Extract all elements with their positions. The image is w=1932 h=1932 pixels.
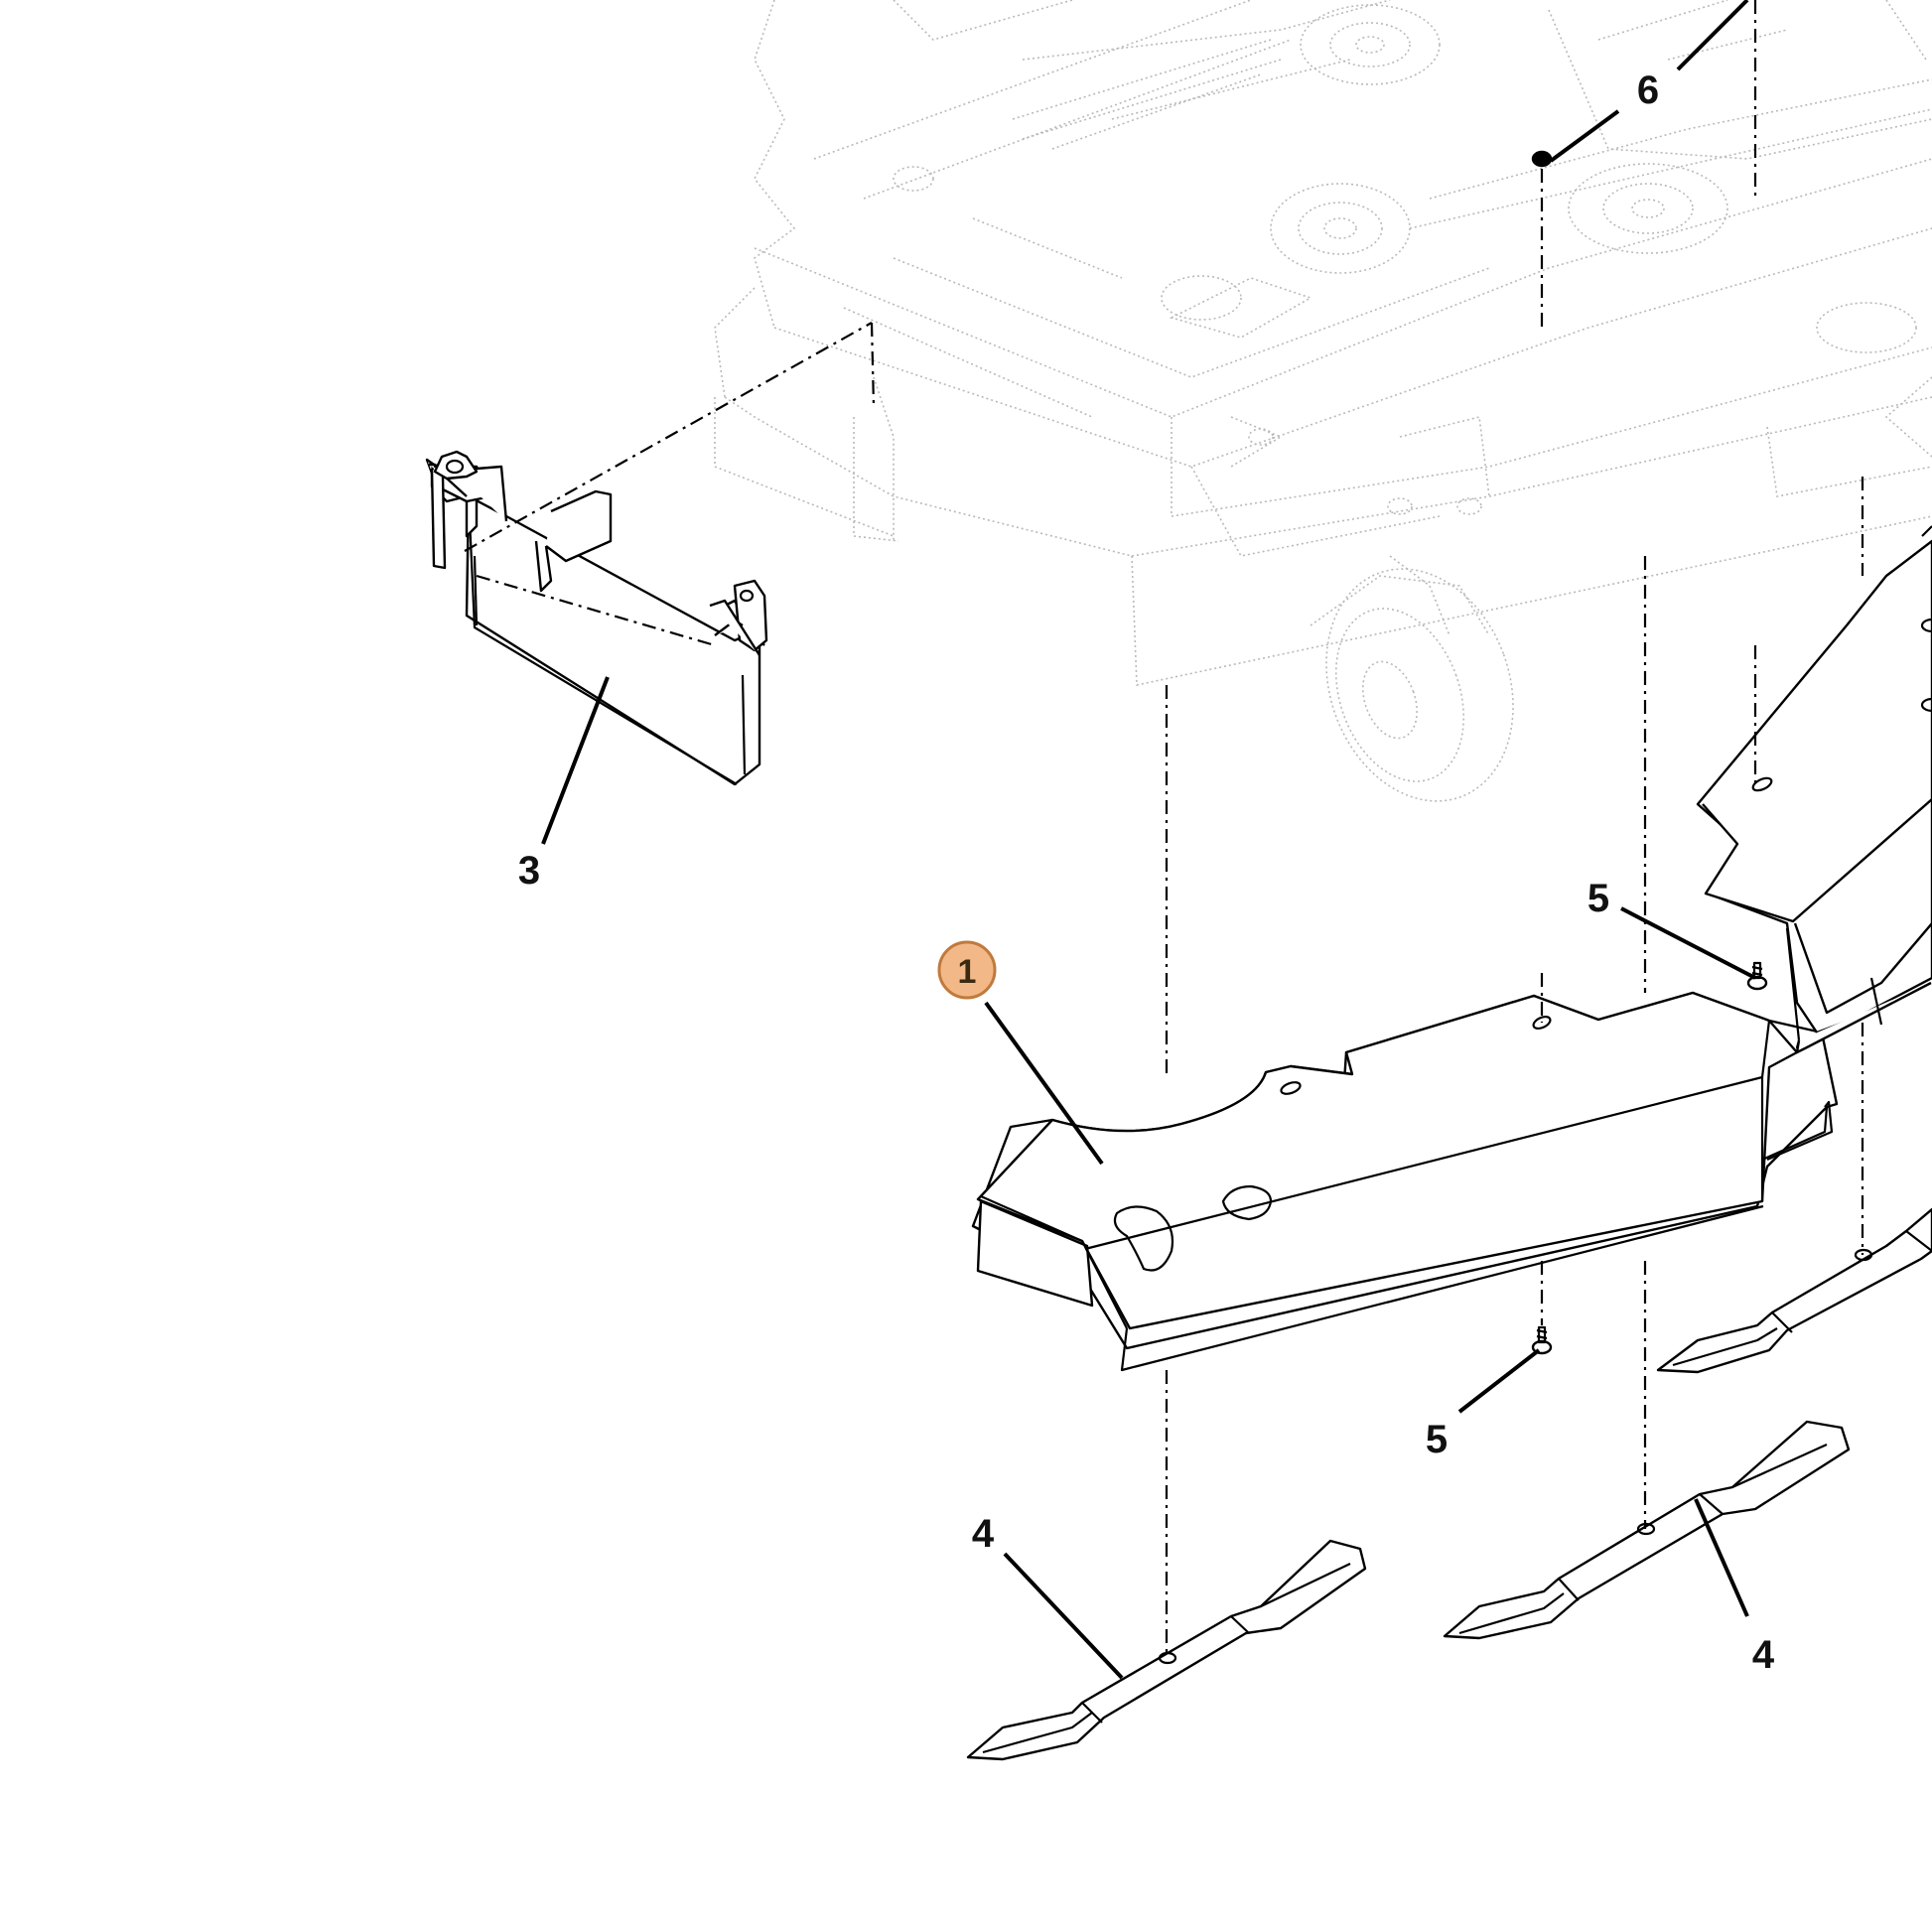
callout-label-4b[interactable]: 4 (1752, 1633, 1775, 1677)
leader-line-5a (1620, 906, 1756, 980)
leader-line-3 (541, 676, 610, 845)
highlight-badge (939, 942, 995, 998)
assembly-line (464, 322, 873, 552)
leader-line-4a (1003, 1552, 1124, 1680)
callout-label-1: 1 (958, 953, 977, 991)
callout-label-3[interactable]: 3 (518, 849, 540, 893)
leader-line-1 (984, 1001, 1104, 1166)
leader-line-5b (1457, 1348, 1541, 1414)
assembly-line (870, 322, 876, 408)
callout-label-5a[interactable]: 5 (1587, 877, 1609, 920)
side-baffle-icon (1696, 525, 1932, 1054)
caster-wheel-icon (1310, 555, 1514, 802)
callout-label-6[interactable]: 6 (1637, 69, 1659, 112)
deck-baffle-icon (971, 991, 1839, 1372)
callout-label-4a[interactable]: 4 (972, 1512, 995, 1556)
callout-1[interactable]: 1 (937, 940, 997, 1000)
front-baffle-bracket-icon (425, 450, 768, 786)
leader-line-4b (1694, 1498, 1749, 1617)
leader-line-6a (1549, 109, 1620, 163)
mower-blade-icon (966, 1539, 1367, 1761)
callout-label-5b[interactable]: 5 (1426, 1418, 1448, 1461)
assembly-lines (1165, 0, 1864, 1658)
screw-icon (1531, 1325, 1553, 1355)
mower-deck-frame-icon (714, 0, 1932, 802)
nut-icon (1531, 150, 1553, 168)
mower-blade-icon (1656, 1207, 1932, 1374)
mower-blade-icon (1443, 1420, 1851, 1640)
leader-line-6b (1676, 0, 1749, 71)
highlight-badge-ring (937, 940, 997, 1000)
screw-icon (1746, 961, 1768, 991)
